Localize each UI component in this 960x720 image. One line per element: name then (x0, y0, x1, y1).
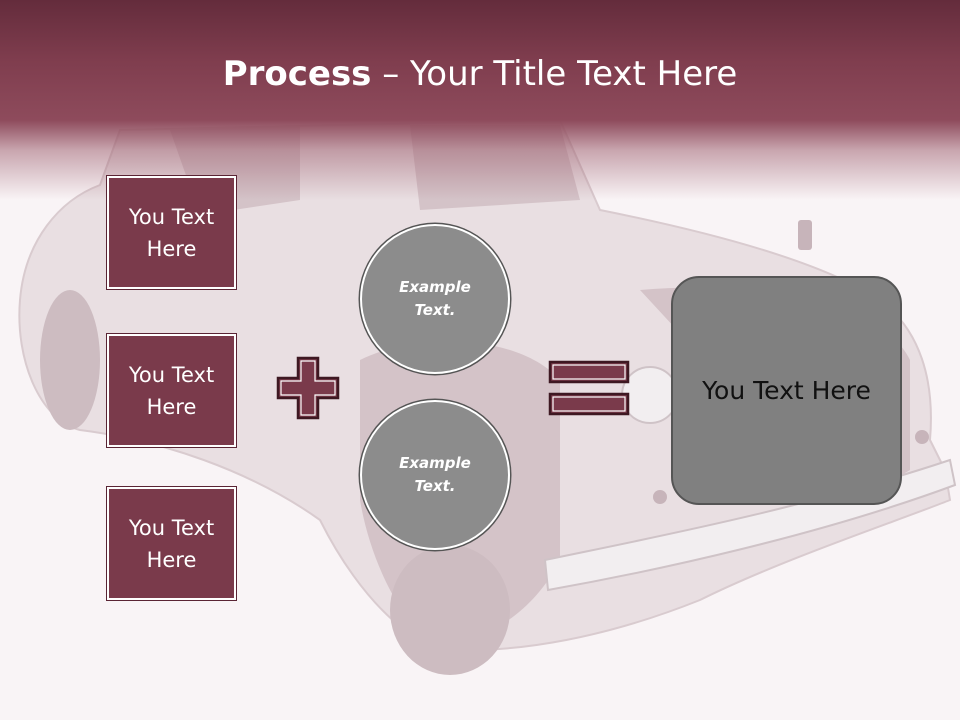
result-box[interactable]: You Text Here (671, 276, 902, 505)
plus-icon (276, 356, 340, 420)
title-bold: Process (222, 54, 372, 94)
equals-icon (548, 360, 630, 416)
example-circle-2-text: Example Text. (399, 454, 471, 495)
text-box-1-label: You Text Here (128, 204, 215, 261)
text-box-2-label: You Text Here (128, 362, 215, 419)
example-circle-1-text: Example Text. (399, 278, 471, 319)
slide-title[interactable]: Process – Your Title Text Here (0, 52, 960, 96)
title-banner (0, 0, 960, 200)
text-box-1[interactable]: You Text Here (106, 175, 237, 290)
text-box-2[interactable]: You Text Here (106, 333, 237, 448)
text-box-3[interactable]: You Text Here (106, 486, 237, 601)
result-box-label: You Text Here (702, 375, 871, 405)
title-rest: – Your Title Text Here (371, 54, 738, 94)
example-circle-2[interactable]: Example Text. (360, 400, 510, 550)
text-box-3-label: You Text Here (128, 515, 215, 572)
example-circle-1[interactable]: Example Text. (360, 224, 510, 374)
